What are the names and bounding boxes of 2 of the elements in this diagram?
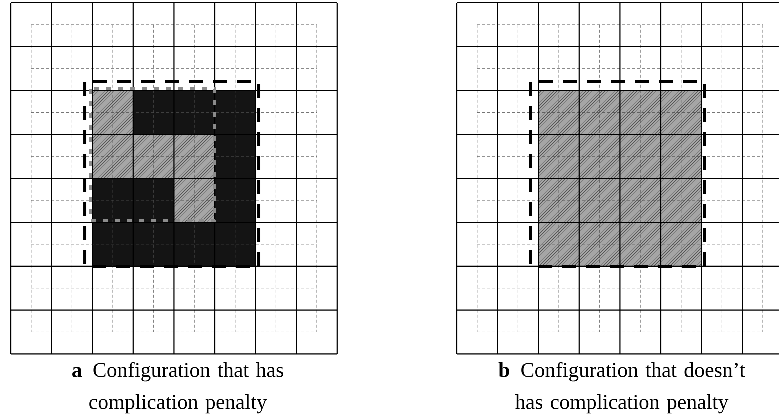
caption: a Configuration that has complication penalty xyxy=(72,362,284,414)
caption: b Configuration that doesn’t has complication penalty xyxy=(498,362,746,414)
